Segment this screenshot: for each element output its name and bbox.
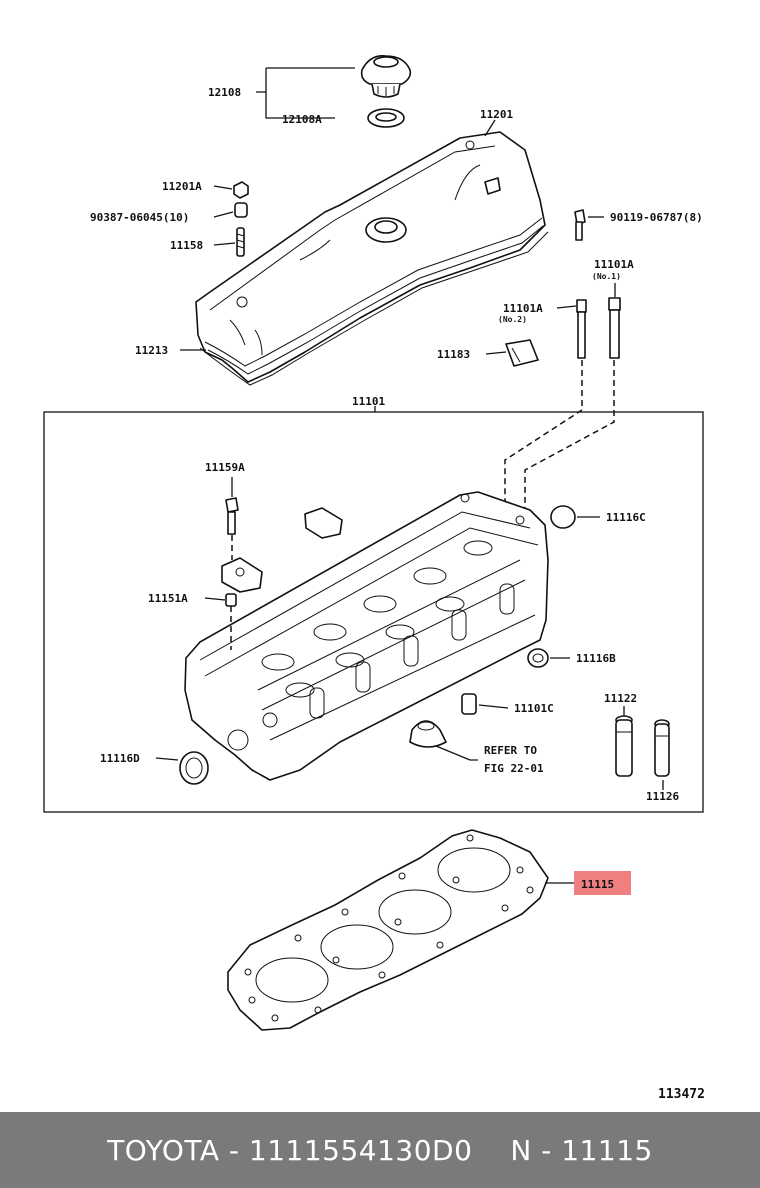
stud-11158 xyxy=(236,227,245,257)
label-11213: 11213 xyxy=(135,344,168,357)
bracket-top xyxy=(304,507,343,539)
figure-number: 113472 xyxy=(658,1087,705,1102)
valve-guide-11122 xyxy=(615,715,633,777)
bolt-90119 xyxy=(574,209,586,241)
head-bolt-no1 xyxy=(608,297,621,359)
filler-cap-gasket xyxy=(367,108,405,128)
highlight-11115 xyxy=(574,871,631,895)
bolt-11159A xyxy=(225,497,239,535)
label-11101A-no1: (No.1) xyxy=(592,272,621,281)
label-11101A-no2: (No.2) xyxy=(498,315,527,324)
head-bolt-no2 xyxy=(576,299,587,359)
footer-part-code: N - 11115 xyxy=(510,1133,653,1167)
seal-washer-11201A xyxy=(233,181,249,199)
label-90119: 90119-06787(8) xyxy=(610,211,703,224)
label-11116D: 11116D xyxy=(100,752,140,765)
bracket-11151A xyxy=(221,557,263,593)
label-12108: 12108 xyxy=(208,86,241,99)
head-gasket xyxy=(227,829,549,1031)
bracket-11183 xyxy=(505,339,539,367)
cylinder-head-cover xyxy=(195,131,546,383)
label-11201: 11201 xyxy=(480,108,513,121)
label-11159A: 11159A xyxy=(205,461,245,474)
parts-diagram: 12108 12108A 11201 11213 11201A 90387-06… xyxy=(43,54,705,1102)
label-11183: 11183 xyxy=(437,348,470,361)
label-11116B: 11116B xyxy=(576,652,616,665)
plug-11116B xyxy=(527,648,549,668)
dowel-11101C xyxy=(461,693,477,715)
label-11158: 11158 xyxy=(170,239,203,252)
label-11101: 11101 xyxy=(352,395,385,408)
label-90387: 90387-06045(10) xyxy=(90,211,189,224)
label-11116C: 11116C xyxy=(606,511,646,524)
cylinder-head-assy-box xyxy=(43,411,704,813)
plug-11116C xyxy=(550,505,576,529)
label-11126: 11126 xyxy=(646,790,679,803)
label-12108A: 12108A xyxy=(282,113,322,126)
oil-filler-cap xyxy=(360,54,412,98)
label-11115[interactable]: 11115 xyxy=(581,878,614,891)
label-11101A: 11101A xyxy=(503,302,543,315)
label-11201A: 11201A xyxy=(162,180,202,193)
nut-90387 xyxy=(234,202,248,218)
label-11101C: 11101C xyxy=(514,702,554,715)
footer-bar: TOYOTA - 1111554130D0 N - 11115 xyxy=(0,1112,760,1188)
dowel-11151A xyxy=(225,593,237,607)
label-11101A-top: 11101A xyxy=(594,258,634,271)
refer-part xyxy=(409,720,447,748)
cylinder-head xyxy=(184,491,549,781)
footer-part-number: TOYOTA - 1111554130D0 xyxy=(107,1133,473,1167)
seal-11116D xyxy=(179,751,209,785)
label-11122: 11122 xyxy=(604,692,637,705)
label-11151A: 11151A xyxy=(148,592,188,605)
label-refer-to: REFER TO xyxy=(484,744,537,757)
label-fig: FIG 22-01 xyxy=(484,762,544,775)
valve-guide-11126 xyxy=(654,719,670,777)
